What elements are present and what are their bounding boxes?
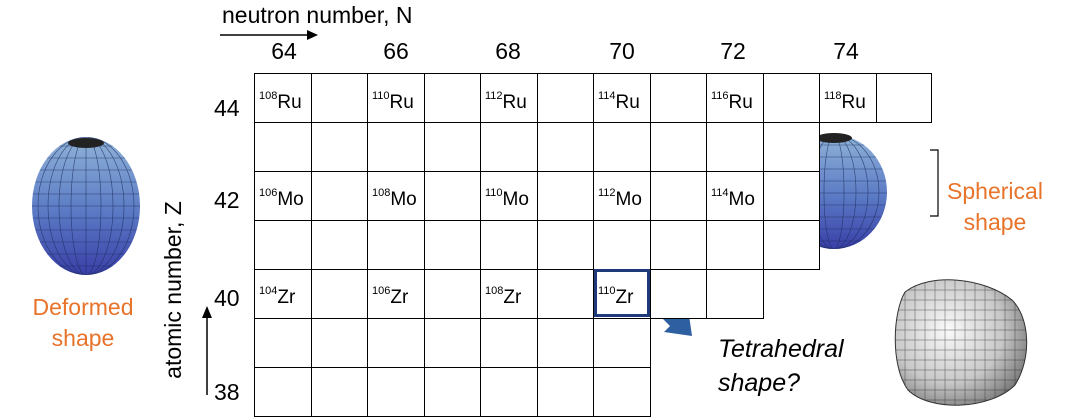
isotope-ru116: 116Ru bbox=[711, 90, 753, 113]
cell-z42-4 bbox=[424, 171, 481, 221]
cell-z44-7 bbox=[593, 73, 651, 123]
cell-z43-4 bbox=[424, 122, 481, 172]
isotope-ru108: 108Ru bbox=[259, 90, 302, 113]
cell-z41-7 bbox=[593, 220, 651, 270]
cell-z39-1 bbox=[254, 318, 312, 368]
cell-z41-5 bbox=[480, 220, 538, 270]
isotope-mo114: 114Mo bbox=[711, 187, 755, 210]
cell-z38-4 bbox=[424, 367, 481, 417]
cell-z42-10 bbox=[763, 171, 820, 221]
isotope-mo106: 106Mo bbox=[259, 187, 304, 210]
cell-z42-2 bbox=[311, 171, 368, 221]
cell-z38-2 bbox=[311, 367, 368, 417]
cell-z38-5 bbox=[480, 367, 538, 417]
cell-z43-10 bbox=[763, 122, 820, 172]
cell-z42-6 bbox=[537, 171, 594, 221]
cell-z39-2 bbox=[311, 318, 368, 368]
cell-z43-9 bbox=[706, 122, 764, 172]
z-tick-42: 42 bbox=[214, 187, 240, 213]
n-tick-72: 72 bbox=[720, 38, 746, 64]
cell-z41-9 bbox=[706, 220, 764, 270]
cell-z41-6 bbox=[537, 220, 594, 270]
cell-z44-9 bbox=[706, 73, 764, 123]
cell-z39-3 bbox=[367, 318, 425, 368]
cell-z38-1 bbox=[254, 367, 312, 417]
n-tick-68: 68 bbox=[495, 38, 521, 64]
cell-z40-2 bbox=[311, 269, 368, 319]
cell-z44-1 bbox=[254, 73, 312, 123]
cell-z42-9 bbox=[706, 171, 764, 221]
isotope-ru110: 110Ru bbox=[372, 90, 414, 113]
cell-z39-4 bbox=[424, 318, 481, 368]
cell-z44-4 bbox=[424, 73, 481, 123]
cell-z43-2 bbox=[311, 122, 368, 172]
isotope-mo112: 112Mo bbox=[598, 187, 642, 210]
cell-z38-3 bbox=[367, 367, 425, 417]
cell-z38-6 bbox=[537, 367, 594, 417]
cell-z43-3 bbox=[367, 122, 425, 172]
isotope-mo108: 108Mo bbox=[372, 187, 417, 210]
cell-z40-8 bbox=[650, 269, 707, 319]
isotope-ru114: 114Ru bbox=[598, 90, 640, 113]
isotope-ru118: 118Ru bbox=[824, 90, 866, 113]
cell-z44-10 bbox=[763, 73, 820, 123]
cell-z41-1 bbox=[254, 220, 312, 270]
cell-z44-11 bbox=[819, 73, 877, 123]
n-tick-66: 66 bbox=[383, 38, 409, 64]
isotope-zr104: 104Zr bbox=[259, 285, 296, 308]
bracket bbox=[930, 149, 939, 217]
n-tick-64: 64 bbox=[271, 38, 297, 64]
z-tick-38: 38 bbox=[214, 379, 240, 405]
cell-z42-8 bbox=[650, 171, 707, 221]
cell-z39-5 bbox=[480, 318, 538, 368]
cell-z44-8 bbox=[650, 73, 707, 123]
isotope-mo110: 110Mo bbox=[485, 187, 529, 210]
isotope-zr106: 106Zr bbox=[372, 285, 409, 308]
cell-z40-4 bbox=[424, 269, 481, 319]
cell-z44-6 bbox=[537, 73, 594, 123]
tetrahedral-shape-icon bbox=[894, 279, 1028, 406]
isotope-zr110: 110Zr bbox=[598, 285, 634, 308]
cell-z41-2 bbox=[311, 220, 368, 270]
cell-z38-7 bbox=[593, 367, 651, 417]
cell-z44-2 bbox=[311, 73, 368, 123]
cell-z42-3 bbox=[367, 171, 425, 221]
cell-z40-9 bbox=[706, 269, 764, 319]
deformed-shape-icon bbox=[32, 137, 140, 275]
z-tick-40: 40 bbox=[214, 285, 240, 311]
isotope-zr108: 108Zr bbox=[485, 285, 522, 308]
n-tick-70: 70 bbox=[609, 38, 635, 64]
z-axis-title: atomic number, Z bbox=[160, 201, 186, 379]
n-axis-title: neutron number, N bbox=[222, 2, 413, 28]
cell-z43-5 bbox=[480, 122, 538, 172]
cell-z43-7 bbox=[593, 122, 651, 172]
cell-z44-12 bbox=[876, 73, 932, 123]
cell-z41-8 bbox=[650, 220, 707, 270]
cell-z41-10 bbox=[763, 220, 820, 270]
cell-z39-7 bbox=[593, 318, 651, 368]
cell-z43-6 bbox=[537, 122, 594, 172]
isotope-ru112: 112Ru bbox=[485, 90, 527, 113]
cell-z39-6 bbox=[537, 318, 594, 368]
z-tick-44: 44 bbox=[214, 95, 240, 121]
cell-z40-6 bbox=[537, 269, 594, 319]
cell-z43-1 bbox=[254, 122, 312, 172]
highlight-zr110-cell bbox=[594, 269, 650, 317]
cell-z43-8 bbox=[650, 122, 707, 172]
n-tick-74: 74 bbox=[833, 38, 859, 64]
cell-z41-4 bbox=[424, 220, 481, 270]
cell-z41-3 bbox=[367, 220, 425, 270]
cell-z44-3 bbox=[367, 73, 425, 123]
